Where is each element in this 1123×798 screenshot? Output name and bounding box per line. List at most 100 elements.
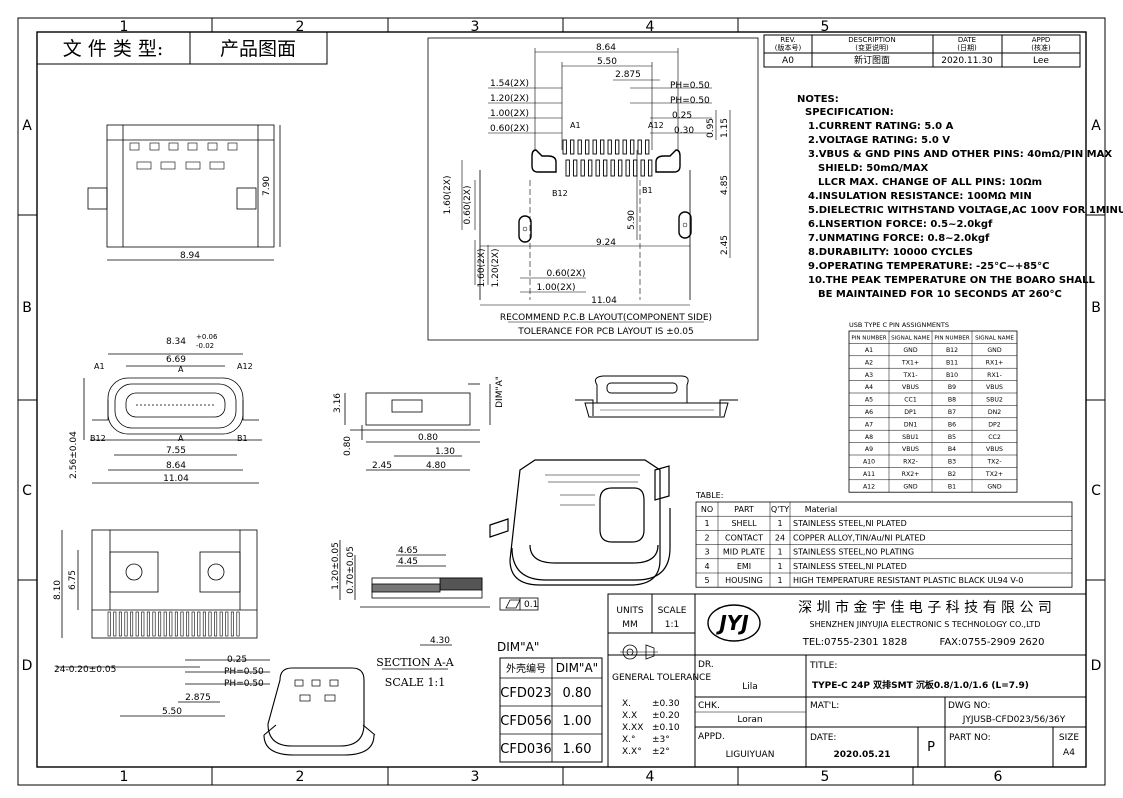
dwg-label: DWG NO: (948, 701, 990, 711)
bom-cell: 1 (777, 519, 782, 528)
bom-header: Q'TY (771, 505, 789, 514)
rev-header: APPD (1032, 36, 1051, 44)
bottom-pin (174, 611, 178, 637)
bom-cell: SHELL (731, 519, 757, 528)
zone-ticks (18, 18, 1105, 785)
note-item: 4.INSULATION RESISTANCE: 100MΩ MIN (808, 191, 1032, 202)
pcb-pad-a (615, 139, 620, 155)
pin-label: A12 (237, 362, 253, 371)
bom-cell: HOUSING (725, 576, 763, 585)
pin-table-cell: B8 (948, 397, 956, 404)
pin-table-cell: B7 (948, 409, 956, 416)
units-value: MM (622, 620, 638, 630)
tol-val: ±0.10 (652, 723, 680, 733)
front-dim: 11.04 (163, 474, 189, 484)
tol-key: X. (622, 699, 631, 709)
bottom-dim: 0.25 (227, 655, 247, 665)
bottom-dim: 6.75 (68, 570, 78, 590)
note-item: 7.UNMATING FORCE: 0.8~2.0kgf (808, 233, 990, 244)
pin-table-cell: A6 (865, 409, 873, 416)
top-view-width: 8.94 (180, 251, 200, 261)
pcb-dim: 2.875 (615, 70, 641, 80)
zone-col-top: 1 (120, 19, 129, 35)
notes-subtitle: SPECIFICATION: (805, 107, 894, 118)
pin-table-cell: A9 (865, 446, 873, 453)
bottom-pin (214, 611, 218, 637)
section-dim: 4.45 (398, 557, 418, 567)
pcb-dim: 1.00(2X) (537, 283, 576, 293)
note-item: 9.OPERATING TEMPERATURE: -25°C~+85°C (808, 261, 1049, 272)
note-item: SHIELD: 50mΩ/MAX (818, 163, 928, 174)
revision-table: REV. (版本号) DESCRIPTION (变更说明) DATE (日期) … (763, 34, 1081, 68)
pin-table-cell: SBU2 (986, 397, 1003, 404)
pin-table-cell: GND (903, 483, 917, 490)
pin-table-cell: A12 (863, 483, 875, 490)
pcb-pad-b (573, 159, 578, 177)
bottom-pin (236, 611, 240, 637)
note-item: 6.LNSERTION FORCE: 0.5~2.0kgf (808, 219, 993, 230)
pcb-pad-b (648, 159, 653, 177)
bottom-pin (225, 611, 229, 637)
pin-table-cell: VBUS (902, 446, 919, 453)
pcb-pad-b (595, 159, 600, 177)
front-tol-plus: +0.06 (196, 333, 218, 341)
chk-label: CHK. (698, 701, 720, 711)
pin-label: A1 (94, 362, 105, 371)
iso-view-top (575, 375, 738, 418)
shell-pad-right (655, 149, 681, 173)
side-dim: 2.45 (372, 461, 392, 471)
drawing-title: TYPE-C 24P 双排SMT 沉板0.8/1.0/1.6 (L=7.9) (812, 679, 1029, 691)
bottom-pin (124, 611, 128, 637)
bottom-pin (208, 611, 212, 637)
pin-label: B1 (642, 186, 653, 195)
company-name-cn: 深 圳 市 金 宇 佳 电 子 科 技 有 限 公 司 (798, 599, 1052, 616)
pin-table-cell: B2 (948, 471, 956, 478)
section-dim: 0.70±0.05 (346, 546, 356, 594)
zone-col-bottom: 1 (120, 769, 129, 785)
pcb-dim: 5.50 (597, 57, 617, 67)
zone-col-top: 3 (471, 19, 480, 35)
section-marker: A (178, 365, 184, 374)
bottom-view (56, 529, 270, 717)
dim-a-cell: 1.00 (563, 714, 592, 729)
company-fax: FAX:0755-2909 2620 (939, 637, 1044, 648)
section-dim: 4.30 (430, 636, 450, 646)
pcb-pad-a (577, 139, 582, 155)
side-dim-a: DIM"A" (495, 376, 505, 408)
bottom-pin (113, 611, 117, 637)
pcb-pad-b (580, 159, 585, 177)
note-item: 2.VOLTAGE RATING: 5.0 V (808, 135, 950, 146)
section-scale: SCALE 1:1 (385, 676, 445, 689)
zone-row: A (1091, 118, 1101, 134)
rev-header-cn: (版本号) (775, 43, 802, 52)
pin-table-cell: VBUS (902, 384, 919, 391)
bottom-pin (219, 611, 223, 637)
bom-header: Material (805, 505, 838, 514)
bom-cell: 24 (775, 533, 785, 542)
pin-table-cell: B9 (948, 384, 956, 391)
pcb-dim: 1.60(2X) (477, 249, 487, 288)
pcb-dim: 1.20(2X) (490, 94, 529, 104)
rev-header: DATE (958, 36, 976, 44)
rev-header: DESCRIPTION (848, 36, 895, 44)
dr-label: DR. (698, 660, 714, 670)
zone-col-top: 5 (821, 19, 830, 35)
section-marker: A (178, 434, 184, 443)
pin-table-cell: RX1- (987, 372, 1002, 379)
pcb-dim: 1.20(2X) (491, 249, 501, 288)
dim-a-cell: CFD036 (500, 742, 551, 757)
pin-table-cell: B6 (948, 421, 956, 428)
dim-a-cell: CFD023 (500, 686, 551, 701)
appd-value: LIGUIYUAN (726, 750, 775, 760)
doc-type-value: 产品图面 (220, 38, 296, 60)
bom-cell: 3 (704, 548, 709, 557)
pcb-dim: 0.95 (706, 118, 716, 138)
pcb-pad-a (570, 139, 575, 155)
iso-view-main (489, 459, 671, 586)
pcb-dim: 1.60(2X) (443, 176, 453, 215)
pin-table-cell: TX1+ (901, 359, 919, 366)
pcb-dim: PH=0.50 (670, 96, 710, 106)
section-dim: 4.65 (398, 546, 418, 556)
section-dim: 1.20±0.05 (331, 542, 341, 590)
tol-val: ±0.30 (652, 699, 680, 709)
